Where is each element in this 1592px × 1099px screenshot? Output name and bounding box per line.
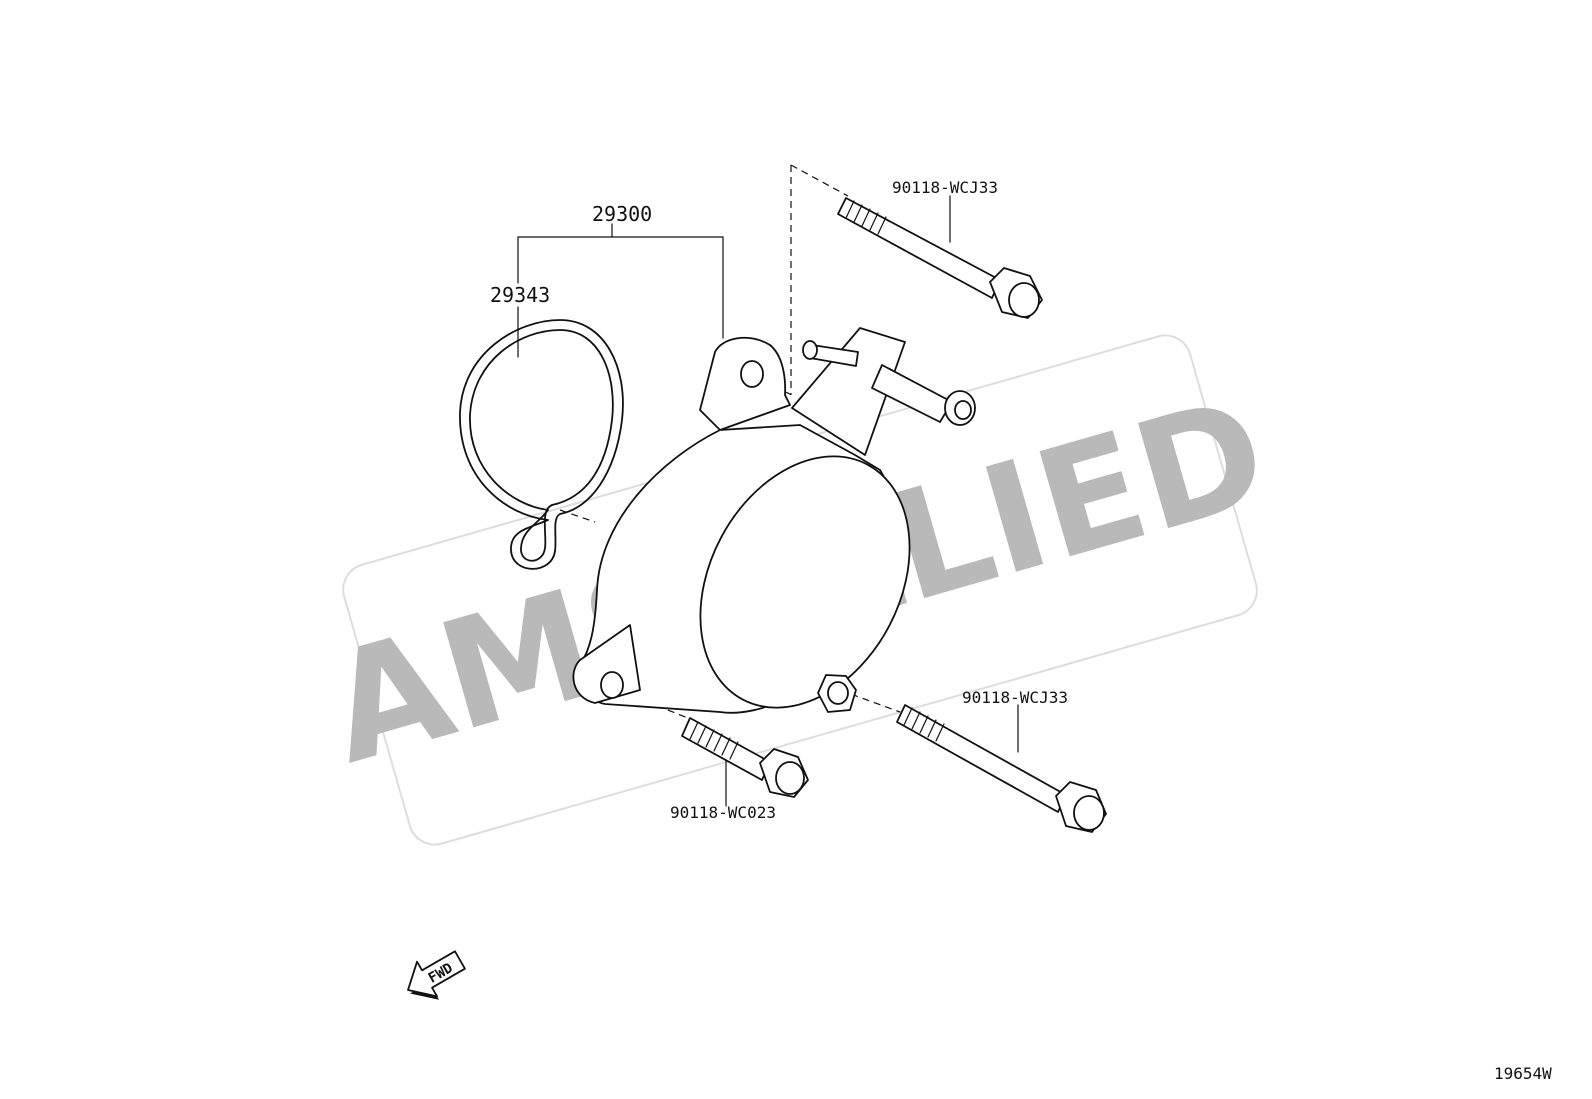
- label-29343: 29343: [490, 283, 550, 307]
- assembly-bracket: [517, 223, 724, 358]
- fwd-arrow-icon: FWD: [407, 950, 466, 1000]
- pump-body: [572, 327, 976, 714]
- bolt-lower-right: [896, 704, 1107, 833]
- label-90118-wcj33-upper: 90118-WCJ33: [892, 178, 998, 197]
- label-29300: 29300: [592, 202, 652, 226]
- o-ring-gasket: [459, 319, 624, 570]
- label-90118-wc023: 90118-WC023: [670, 803, 776, 822]
- diagram-code: 19654W: [1494, 1064, 1552, 1083]
- bolt-upper: [837, 195, 1043, 319]
- label-90118-wcj33-lower: 90118-WCJ33: [962, 688, 1068, 707]
- bolt-lower-left: [681, 717, 809, 807]
